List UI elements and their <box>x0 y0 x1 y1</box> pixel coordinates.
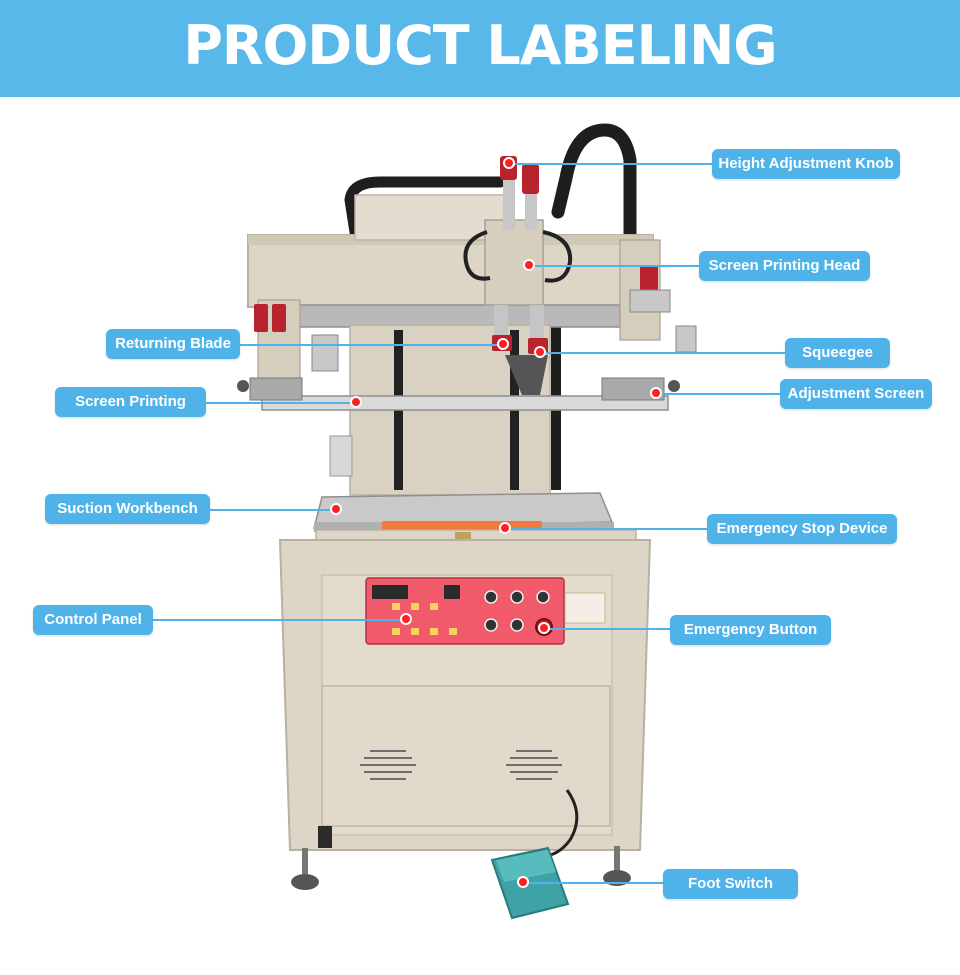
leader-height-adjustment-knob <box>509 163 712 165</box>
dot-screen-printing-head <box>523 259 535 271</box>
squeegee-blade <box>505 355 548 395</box>
screen-knob-right <box>668 380 680 392</box>
dot-height-adjustment-knob <box>503 157 515 169</box>
left-leveling-foot-stem <box>302 848 308 874</box>
warning-sticker <box>564 592 606 624</box>
label-control-panel: Control Panel <box>33 605 153 635</box>
squeegee-cylinder-right <box>530 305 544 345</box>
left-cable-chain <box>344 176 506 238</box>
leader-emergency-stop-device <box>505 528 707 530</box>
label-squeegee: Squeegee <box>785 338 890 368</box>
panel-knob-1 <box>484 590 498 604</box>
dot-control-panel <box>400 613 412 625</box>
panel-display-2 <box>444 585 460 599</box>
leader-screen-printing <box>206 402 356 404</box>
leader-squeegee <box>540 352 785 354</box>
panel-display <box>372 585 408 599</box>
leader-suction-workbench <box>210 509 336 511</box>
leader-control-panel <box>153 619 406 621</box>
label-emergency-stop-device: Emergency Stop Device <box>707 514 897 544</box>
leader-emergency-button <box>544 628 670 630</box>
dot-squeegee <box>534 346 546 358</box>
screen-knob-left <box>237 380 249 392</box>
leader-foot-switch <box>523 882 663 884</box>
dot-adjustment-screen <box>650 387 662 399</box>
panel-button-5 <box>411 628 419 635</box>
panel-button-7 <box>449 628 457 635</box>
pressure-gauge-mount <box>329 435 353 477</box>
label-height-adjustment-knob: Height Adjustment Knob <box>712 149 900 179</box>
label-screen-printing: Screen Printing <box>55 387 206 417</box>
right-leveling-foot-stem <box>614 846 620 872</box>
right-cylinder <box>629 289 671 313</box>
dot-suction-workbench <box>330 503 342 515</box>
height-knob-right <box>522 164 539 194</box>
right-red-block <box>640 265 658 295</box>
title-banner <box>0 0 960 97</box>
left-red-block-1 <box>254 304 268 332</box>
air-hose-left <box>463 230 491 281</box>
right-cable-chain <box>551 123 637 247</box>
label-emergency-button: Emergency Button <box>670 615 831 645</box>
screen-clamp-left <box>249 377 303 401</box>
label-suction-workbench: Suction Workbench <box>45 494 210 524</box>
panel-button-1 <box>392 603 400 610</box>
dot-returning-blade <box>497 338 509 350</box>
lower-cabinet-door <box>321 685 611 827</box>
dot-foot-switch <box>517 876 529 888</box>
label-adjustment-screen: Adjustment Screen <box>780 379 932 409</box>
panel-knob-2 <box>510 590 524 604</box>
top-beam-housing <box>247 234 654 308</box>
page-title: PRODUCT LABELING <box>183 14 777 77</box>
dot-emergency-button <box>538 622 550 634</box>
vent-grille-left <box>360 750 416 780</box>
foot-switch-cover <box>496 850 556 882</box>
left-leveling-foot <box>291 874 319 890</box>
dot-emergency-stop-device <box>499 522 511 534</box>
guide-rail <box>289 304 621 328</box>
panel-knob-4 <box>484 618 498 632</box>
left-bracket-box <box>311 334 339 372</box>
panel-button-3 <box>430 603 438 610</box>
caster-left <box>318 826 332 848</box>
dot-screen-printing <box>350 396 362 408</box>
right-bracket-box <box>675 325 697 353</box>
left-red-block-2 <box>272 304 286 332</box>
height-knob-rod-left <box>503 170 515 230</box>
leader-adjustment-screen <box>656 393 780 395</box>
air-hose-right <box>542 230 573 283</box>
vent-grille-right <box>506 750 562 780</box>
leader-returning-blade <box>238 344 503 346</box>
label-screen-printing-head: Screen Printing Head <box>699 251 870 281</box>
back-cover-plate <box>354 194 506 241</box>
panel-knob-5 <box>510 618 524 632</box>
leader-screen-printing-head <box>529 265 699 267</box>
panel-knob-3 <box>536 590 550 604</box>
panel-button-4 <box>392 628 400 635</box>
panel-button-6 <box>430 628 438 635</box>
screen-clamp-right <box>601 377 665 401</box>
label-foot-switch: Foot Switch <box>663 869 798 899</box>
label-returning-blade: Returning Blade <box>106 329 240 359</box>
panel-button-2 <box>411 603 419 610</box>
